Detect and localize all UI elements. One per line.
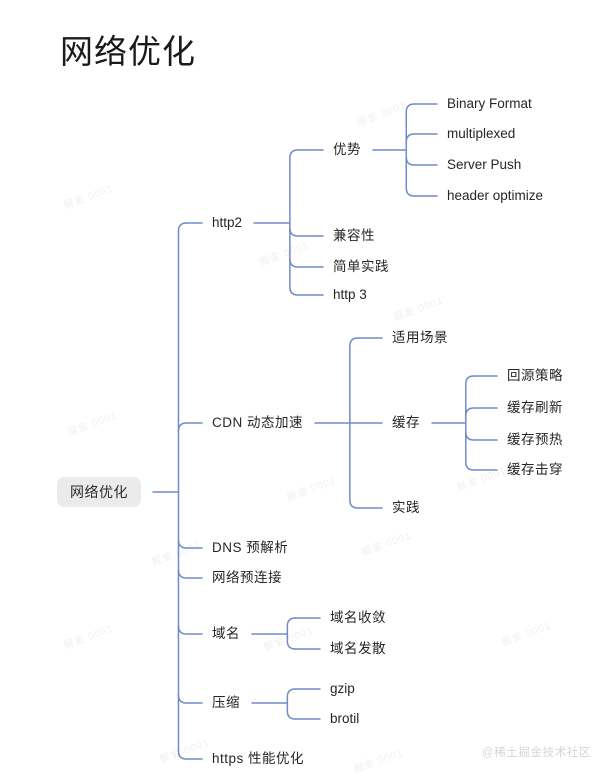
mindmap-node-multiplexed[interactable]: multiplexed bbox=[447, 126, 516, 141]
mindmap-node-server-push[interactable]: Server Push bbox=[447, 157, 522, 172]
connector-path bbox=[286, 688, 297, 720]
mindmap-node-practice[interactable]: 实践 bbox=[392, 500, 420, 515]
connector-path bbox=[177, 422, 203, 432]
mindmap-node-http2[interactable]: http2 bbox=[212, 215, 243, 230]
page-title: 网络优化 bbox=[60, 33, 196, 70]
mindmap-node-compression[interactable]: 压缩 bbox=[212, 695, 240, 710]
mindmap-node-domain-sharding[interactable]: 域名发散 bbox=[330, 641, 386, 656]
mindmap-node-cache-preheat[interactable]: 缓存预热 bbox=[507, 432, 563, 447]
mindmap-node-advantages[interactable]: 优势 bbox=[333, 142, 361, 157]
connector-path bbox=[405, 133, 438, 143]
connector-path bbox=[289, 258, 324, 268]
mindmap-node-https-perf[interactable]: https 性能优化 bbox=[212, 751, 305, 766]
mindmap-node-cdn[interactable]: CDN 动态加速 bbox=[212, 415, 303, 430]
mindmap-node-compatibility[interactable]: 兼容性 bbox=[333, 228, 375, 243]
credit-watermark: @稀土掘金技术社区 bbox=[481, 747, 591, 759]
mindmap-node-preconnect[interactable]: 网络预连接 bbox=[212, 570, 282, 585]
mindmap-node-cache-breakdown[interactable]: 缓存击穿 bbox=[507, 462, 563, 477]
connector-path bbox=[177, 694, 203, 704]
connector-path bbox=[177, 569, 203, 579]
mindmap-node-simple-practice[interactable]: 简单实践 bbox=[333, 259, 389, 274]
connector-path bbox=[289, 149, 299, 296]
mindmap-node-gzip[interactable]: gzip bbox=[330, 681, 355, 696]
mindmap-node-domain[interactable]: 域名 bbox=[212, 626, 240, 641]
mindmap-node-cache[interactable]: 缓存 bbox=[392, 415, 420, 430]
mindmap-node-cache-refresh[interactable]: 缓存刷新 bbox=[507, 400, 563, 415]
mindmap-node-use-cases[interactable]: 适用场景 bbox=[392, 330, 448, 345]
mindmap-node-http3[interactable]: http 3 bbox=[333, 287, 367, 302]
connector-path bbox=[286, 617, 297, 650]
connector-path bbox=[405, 156, 438, 166]
connector-path bbox=[177, 222, 188, 760]
connector-path bbox=[289, 227, 324, 237]
connector-path bbox=[465, 375, 475, 471]
mindmap-node-binary-format[interactable]: Binary Format bbox=[447, 96, 532, 111]
connector-path bbox=[465, 431, 498, 441]
connector-path bbox=[465, 407, 498, 417]
connector-path bbox=[177, 539, 203, 549]
mindmap-node-root[interactable]: 网络优化 bbox=[57, 477, 141, 507]
connector-path bbox=[177, 625, 203, 635]
mindmap-node-domain-convergence[interactable]: 域名收敛 bbox=[330, 610, 386, 625]
mindmap-node-dns-prefetch[interactable]: DNS 预解析 bbox=[212, 540, 289, 555]
mindmap-node-origin-pull-policy[interactable]: 回源策略 bbox=[507, 368, 563, 383]
mindmap-node-brotil[interactable]: brotil bbox=[330, 711, 360, 726]
mindmap-node-header-optimize[interactable]: header optimize bbox=[447, 188, 544, 203]
connector-path bbox=[405, 103, 416, 197]
